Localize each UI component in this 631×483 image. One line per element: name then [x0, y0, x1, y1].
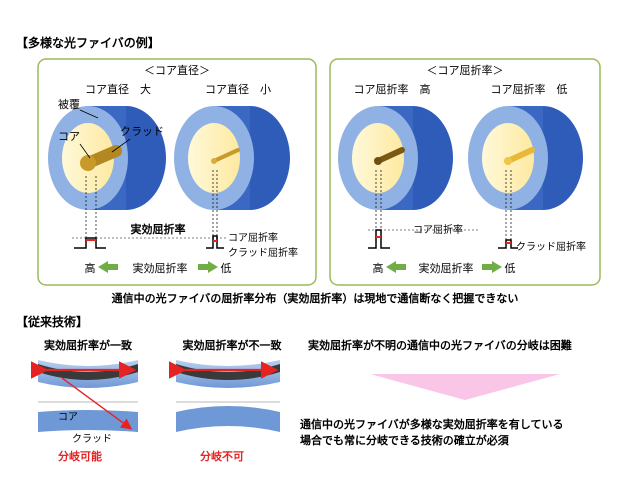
arrow-right-green — [198, 261, 218, 273]
label-clad-index-left: クラッド屈折率 — [228, 246, 298, 259]
fiber-large-core — [48, 106, 166, 210]
label-core-index-right: コア屈折率 — [413, 223, 463, 236]
scale-high-right: 高 — [373, 261, 384, 275]
label-index-high: コア屈折率 高 — [354, 82, 431, 96]
label-core-index-left: コア屈折率 — [228, 231, 278, 244]
profile-large-core — [74, 237, 106, 249]
scale-mid-left: 実効屈折率 — [133, 261, 188, 275]
need-line2: 場合でも常に分岐できる技術の確立が必須 — [300, 433, 510, 447]
label-index-match: 実効屈折率が一致 — [44, 338, 133, 352]
label-core-2: コア — [58, 412, 78, 423]
arrow-left-green — [98, 261, 118, 273]
fiber-low-index — [468, 106, 583, 210]
arrow-left-green-2 — [386, 261, 406, 273]
scale-low-left: 低 — [221, 262, 232, 275]
section1-caption: 通信中の光ファイバの屈折率分布（実効屈折率）は現地で通信断なく把握できない — [112, 291, 519, 305]
label-clad-2: クラッド — [72, 433, 112, 445]
label-possible: 分岐可能 — [58, 449, 102, 463]
label-effective-index: 実効屈折率 — [131, 222, 186, 236]
label-coating: 被覆 — [58, 98, 80, 111]
label-impossible: 分岐不可 — [200, 449, 244, 463]
label-core: コア — [58, 130, 80, 143]
scale-high-left: 高 — [85, 261, 96, 275]
coupling-match-diagram — [30, 360, 138, 432]
profile-low-index — [498, 239, 518, 249]
down-arrow-pink — [370, 374, 560, 400]
problem-text: 実効屈折率が不明の通信中の光ファイバの分岐は困難 — [308, 338, 572, 352]
need-line1: 通信中の光ファイバが多様な実効屈折率を有している — [300, 417, 563, 431]
fiber-small-core — [174, 106, 290, 210]
label-clad-index-right: クラッド屈折率 — [516, 240, 586, 253]
panel-left-title: ＜コア直径＞ — [144, 63, 210, 77]
label-index-low: コア屈折率 低 — [491, 82, 568, 96]
coupling-mismatch-diagram — [168, 360, 280, 432]
profile-high-index — [368, 229, 390, 249]
section2-heading: 【従来技術】 — [16, 314, 88, 329]
arrow-right-green-2 — [482, 261, 502, 273]
label-clad: クラッド — [120, 125, 164, 138]
profile-small-core — [206, 235, 224, 249]
scale-low-right: 低 — [505, 262, 516, 275]
fiber-high-index — [338, 106, 453, 210]
panel-core-diameter — [37, 58, 317, 286]
scale-mid-right: 実効屈折率 — [419, 261, 474, 275]
panel-right-title: ＜コア屈折率＞ — [427, 63, 504, 77]
section1-heading: 【多様な光ファイバの例】 — [16, 35, 160, 50]
panel-core-index — [329, 58, 601, 286]
label-core-small: コア直径 小 — [205, 82, 271, 96]
label-core-large: コア直径 大 — [85, 82, 151, 96]
label-index-mismatch: 実効屈折率が不一致 — [183, 338, 283, 352]
